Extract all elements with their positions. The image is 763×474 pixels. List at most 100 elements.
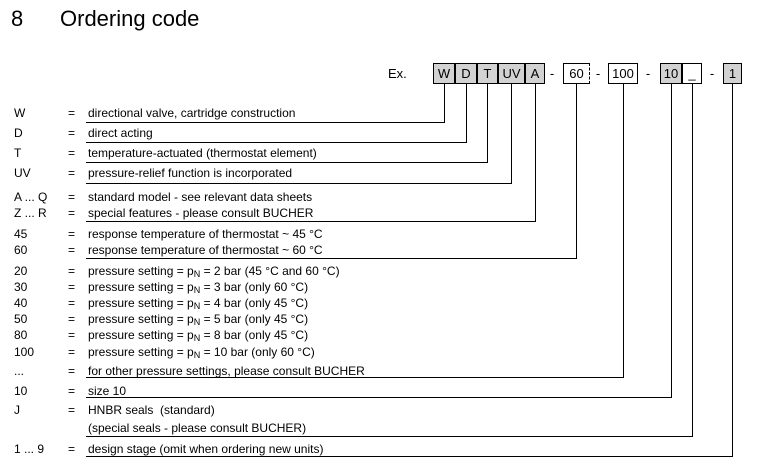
- legend-code: T: [14, 146, 22, 160]
- legend-row: 40=pressure setting = pN = 4 bar (only 4…: [0, 296, 763, 311]
- connector-underline: [86, 162, 488, 163]
- dash-separator: -: [645, 66, 651, 81]
- legend-description: standard model - see relevant data sheet…: [88, 190, 313, 204]
- code-box-60: 60: [563, 63, 590, 84]
- equals-sign: =: [68, 403, 76, 417]
- legend-code: 60: [14, 243, 28, 257]
- legend-row: Z ... R=special features - please consul…: [0, 206, 763, 220]
- legend-row: W=directional valve, cartridge construct…: [0, 106, 763, 120]
- legend-description: HNBR seals (standard): [88, 403, 215, 417]
- legend-row: (special seals - please consult BUCHER): [0, 421, 763, 435]
- code-box-uv: UV: [498, 63, 525, 84]
- legend-row: 20 = pressure setting = pN = 2 bar (45 °C …: [0, 264, 763, 279]
- connector-underline: [86, 436, 693, 437]
- legend-code: J: [14, 403, 20, 417]
- connector-vertical: [692, 84, 693, 437]
- dash-separator: -: [549, 66, 555, 81]
- equals-sign: =: [68, 296, 76, 310]
- legend-row: 45=response temperature of thermostat ~ …: [0, 227, 763, 241]
- legend-row: A ... Q = standard model - see relevant da…: [0, 190, 763, 204]
- connector-underline: [86, 258, 577, 259]
- connector-vertical: [466, 84, 467, 143]
- equals-sign: =: [68, 243, 76, 257]
- equals-sign: =: [68, 328, 76, 342]
- connector-underline: [86, 122, 445, 123]
- subscript-n: N: [193, 301, 201, 311]
- legend-description: pressure setting = pN = 5 bar (only 45 °…: [88, 312, 309, 327]
- connector-vertical: [576, 84, 577, 259]
- equals-sign: =: [68, 442, 76, 456]
- code-box-10: 10: [660, 63, 682, 84]
- equals-sign: =: [68, 345, 76, 359]
- code-box-w: W: [433, 63, 455, 84]
- legend-description: direct acting: [88, 126, 153, 140]
- section-number: 8: [11, 6, 24, 31]
- legend-description: design stage (omit when ordering new uni…: [88, 442, 324, 456]
- code-box-t: T: [477, 63, 498, 84]
- legend-description: pressure setting = pN = 8 bar (only 45 °…: [88, 328, 309, 343]
- legend-code: 80: [14, 328, 28, 342]
- legend-row: UV=pressure-relief function is incorpora…: [0, 166, 763, 180]
- connector-vertical: [732, 84, 733, 457]
- legend-row: D = direct acting: [0, 126, 763, 140]
- legend-code: D: [14, 126, 23, 140]
- connector-underline: [86, 183, 512, 184]
- page-title: Ordering code: [60, 6, 200, 31]
- code-box-1: 1: [723, 63, 742, 84]
- connector-vertical: [671, 84, 672, 398]
- equals-sign: =: [68, 190, 76, 204]
- code-box-underscore: _: [682, 63, 702, 84]
- legend-description: size 10: [88, 384, 127, 398]
- legend-row: 100 = pressure setting = pN = 10 bar (only…: [0, 345, 763, 360]
- code-box-d: D: [455, 63, 477, 84]
- legend-description: pressure setting = pN = 10 bar (only 60 …: [88, 345, 315, 360]
- dash-separator: -: [595, 66, 601, 81]
- code-box-100: 100: [608, 63, 638, 84]
- connector-vertical: [444, 84, 445, 123]
- legend-code: ...: [14, 364, 25, 378]
- legend-row: 10 = size 10: [0, 384, 763, 398]
- legend-description: temperature-actuated (thermostat element…: [88, 146, 317, 160]
- connector-underline: [86, 397, 672, 398]
- code-box-a: A: [525, 63, 545, 84]
- subscript-n: N: [193, 269, 201, 279]
- legend-description: response temperature of thermostat ~ 45 …: [88, 227, 323, 241]
- legend-code: 20: [14, 264, 28, 278]
- connector-vertical: [623, 84, 624, 378]
- legend-code: UV: [14, 166, 31, 180]
- legend-code: 100: [14, 345, 35, 359]
- legend-row: 30=pressure setting = pN = 3 bar (only 6…: [0, 280, 763, 295]
- subscript-n: N: [193, 350, 201, 360]
- equals-sign: =: [68, 126, 76, 140]
- subscript-n: N: [193, 333, 201, 343]
- legend-row: ...=for other pressure settings, please …: [0, 364, 763, 378]
- equals-sign: =: [68, 280, 76, 294]
- legend-row: 80 = pressure setting = pN = 8 bar (only 4…: [0, 328, 763, 343]
- equals-sign: =: [68, 206, 76, 220]
- legend-description: pressure setting = pN = 2 bar (45 °C and…: [88, 264, 340, 279]
- legend-code: 10: [14, 384, 28, 398]
- legend-description: pressure setting = pN = 4 bar (only 45 °…: [88, 296, 309, 311]
- subscript-n: N: [193, 317, 201, 327]
- connector-vertical: [535, 84, 536, 222]
- legend-code: 45: [14, 227, 28, 241]
- legend-code: 50: [14, 312, 28, 326]
- legend-row: 1 ... 9=design stage (omit when ordering…: [0, 442, 763, 456]
- subscript-n: N: [193, 285, 201, 295]
- equals-sign: =: [68, 106, 76, 120]
- legend-description: pressure-relief function is incorporated: [88, 166, 293, 180]
- connector-underline: [86, 456, 733, 457]
- equals-sign: =: [68, 264, 76, 278]
- equals-sign: =: [68, 384, 76, 398]
- legend-description: special features - please consult BUCHER: [88, 206, 314, 220]
- example-label: Ex.: [388, 66, 407, 81]
- legend-description: response temperature of thermostat ~ 60 …: [88, 243, 323, 257]
- legend-description: directional valve, cartridge constructio…: [88, 106, 296, 120]
- legend-row: J = HNBR seals (standard): [0, 403, 763, 417]
- legend-code: A ... Q: [14, 190, 48, 204]
- connector-underline: [86, 142, 467, 143]
- legend-row: 60 = response temperature of thermostat ~ …: [0, 243, 763, 257]
- connector-vertical: [511, 84, 512, 184]
- connector-underline: [86, 377, 624, 378]
